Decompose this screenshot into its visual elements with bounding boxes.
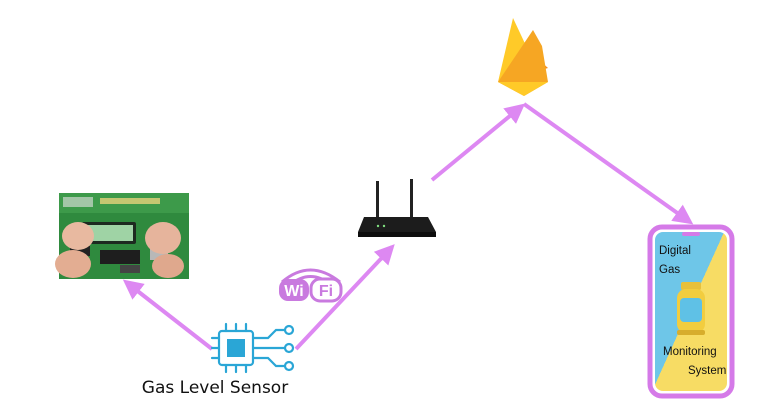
router-icon — [358, 179, 436, 237]
sensor-chip-icon — [210, 322, 295, 374]
wifi-icon: Wi Fi — [279, 268, 343, 303]
smartphone-icon — [647, 224, 735, 399]
svg-text:Fi: Fi — [319, 283, 333, 300]
lcd-board-image — [55, 193, 189, 279]
phone-text-gas: Gas — [659, 264, 681, 276]
arrow-sensor-to-router — [294, 244, 395, 351]
phone-text-monitoring: Monitoring — [663, 346, 717, 358]
phone-text-digital: Digital — [659, 245, 691, 257]
firebase-icon — [498, 18, 548, 96]
arrow-sensor-to-display — [122, 279, 214, 351]
svg-text:Wi: Wi — [284, 283, 303, 300]
phone-text-system: System — [688, 365, 727, 377]
arrow-router-to-firebase — [430, 103, 526, 182]
arrow-firebase-to-phone — [522, 102, 694, 225]
sensor-label: Gas Level Sensor — [141, 378, 289, 398]
